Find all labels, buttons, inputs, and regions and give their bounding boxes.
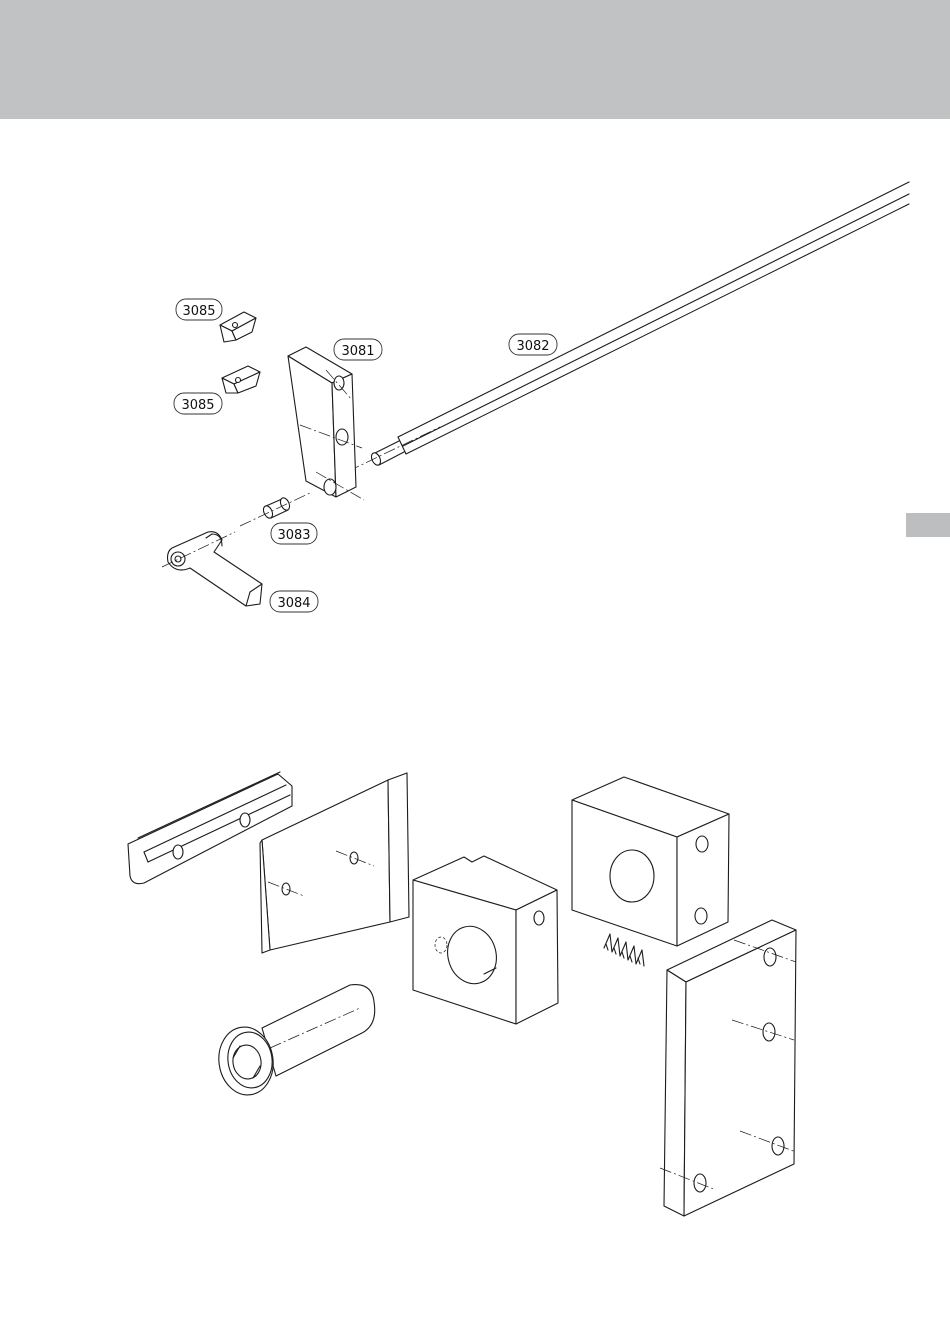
part-3084-lever	[162, 532, 262, 606]
svg-text:3085: 3085	[181, 398, 214, 413]
slotted-block	[413, 856, 558, 1024]
callout-3081: 3081	[334, 339, 382, 360]
callout-3085-lower: 3085	[174, 393, 222, 414]
callout-3084: 3084	[270, 591, 318, 612]
svg-text:3085: 3085	[182, 304, 215, 319]
svg-text:3082: 3082	[516, 339, 549, 354]
callout-3085-upper: 3085	[176, 299, 222, 320]
part-3085-lower	[222, 366, 260, 393]
callout-3083: 3083	[271, 523, 317, 544]
tall-plate	[660, 920, 796, 1216]
upper-right-block	[572, 777, 729, 946]
part-3082-rod	[330, 182, 909, 480]
svg-text:3081: 3081	[341, 344, 374, 359]
callout-3082: 3082	[509, 334, 557, 355]
compression-spring	[604, 934, 644, 966]
part-3083-sleeve	[240, 493, 310, 526]
flanged-bushing	[215, 985, 375, 1099]
part-3085-upper	[220, 312, 256, 342]
part-3081-block	[288, 347, 364, 500]
svg-text:3083: 3083	[277, 528, 310, 543]
svg-text:3084: 3084	[277, 596, 310, 611]
